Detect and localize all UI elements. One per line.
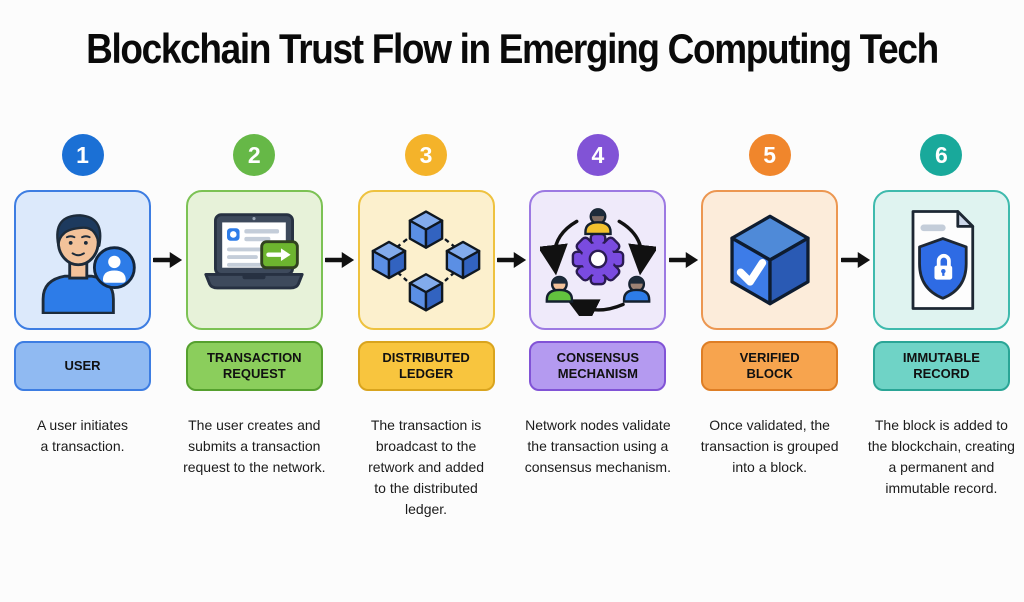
shield-document-icon — [912, 210, 975, 311]
step-label: IMMUTABLE RECORD — [872, 341, 1010, 392]
step-distributed-ledger: 3 — [357, 134, 495, 520]
step-label: VERIFIED BLOCK — [701, 341, 839, 392]
flow-arrow-icon — [153, 248, 183, 272]
consensus-gear-icon — [539, 208, 656, 317]
step-description: Network nodes validate the transaction u… — [524, 417, 671, 476]
step-description: The user creates and submits a transacti… — [183, 417, 326, 476]
step-icon-card — [357, 190, 495, 331]
step-icon-card — [701, 190, 839, 331]
step-label: TRANSACTION REQUEST — [185, 341, 323, 392]
step-label: DISTRIBUTED LEDGER — [357, 341, 495, 392]
step-number-badge: 1 — [61, 134, 104, 177]
step-description: Once validated, the transaction is group… — [700, 417, 839, 476]
step-immutable-record: 6 IMMUTABLE RECORD The block is added to… — [868, 134, 1015, 499]
distributed-cubes-icon — [371, 210, 481, 312]
step-number-badge: 5 — [748, 134, 791, 177]
step-icon-card — [14, 190, 151, 331]
step-consensus-mechanism: 4 — [525, 134, 671, 478]
flow-diagram: 1 USER A user initiates a transaction. — [0, 134, 1024, 520]
step-icon-card — [872, 190, 1010, 331]
flow-arrow-icon — [668, 248, 699, 272]
step-icon-card — [529, 190, 667, 331]
step-label: CONSENSUS MECHANISM — [529, 341, 667, 392]
step-description: The transaction is broadcast to the retw… — [368, 417, 485, 518]
page-title: Blockchain Trust Flow in Emerging Comput… — [86, 25, 939, 72]
step-verified-block: 5 VERIFIED BLOCK Once validated, the tra… — [701, 134, 839, 478]
flow-arrow-icon — [840, 248, 871, 272]
step-icon-card — [185, 190, 323, 331]
step-number-badge: 2 — [233, 134, 276, 177]
step-transaction-request: 2 TRANSACTION REQUEST The user cr — [183, 134, 325, 478]
step-number-badge: 6 — [920, 134, 963, 177]
step-number-badge: 3 — [405, 134, 448, 177]
step-description: The block is added to the blockchain, cr… — [867, 417, 1015, 497]
verified-cube-icon — [729, 214, 810, 306]
step-label: USER — [14, 341, 151, 392]
laptop-request-icon — [204, 213, 304, 290]
step-number-badge: 4 — [576, 134, 619, 177]
step-description: A user initiates a transaction. — [36, 417, 129, 455]
step-user: 1 USER A user initiates a transaction. — [14, 134, 151, 457]
flow-arrow-icon — [325, 248, 355, 272]
flow-arrow-icon — [496, 248, 527, 272]
user-icon — [41, 214, 136, 315]
